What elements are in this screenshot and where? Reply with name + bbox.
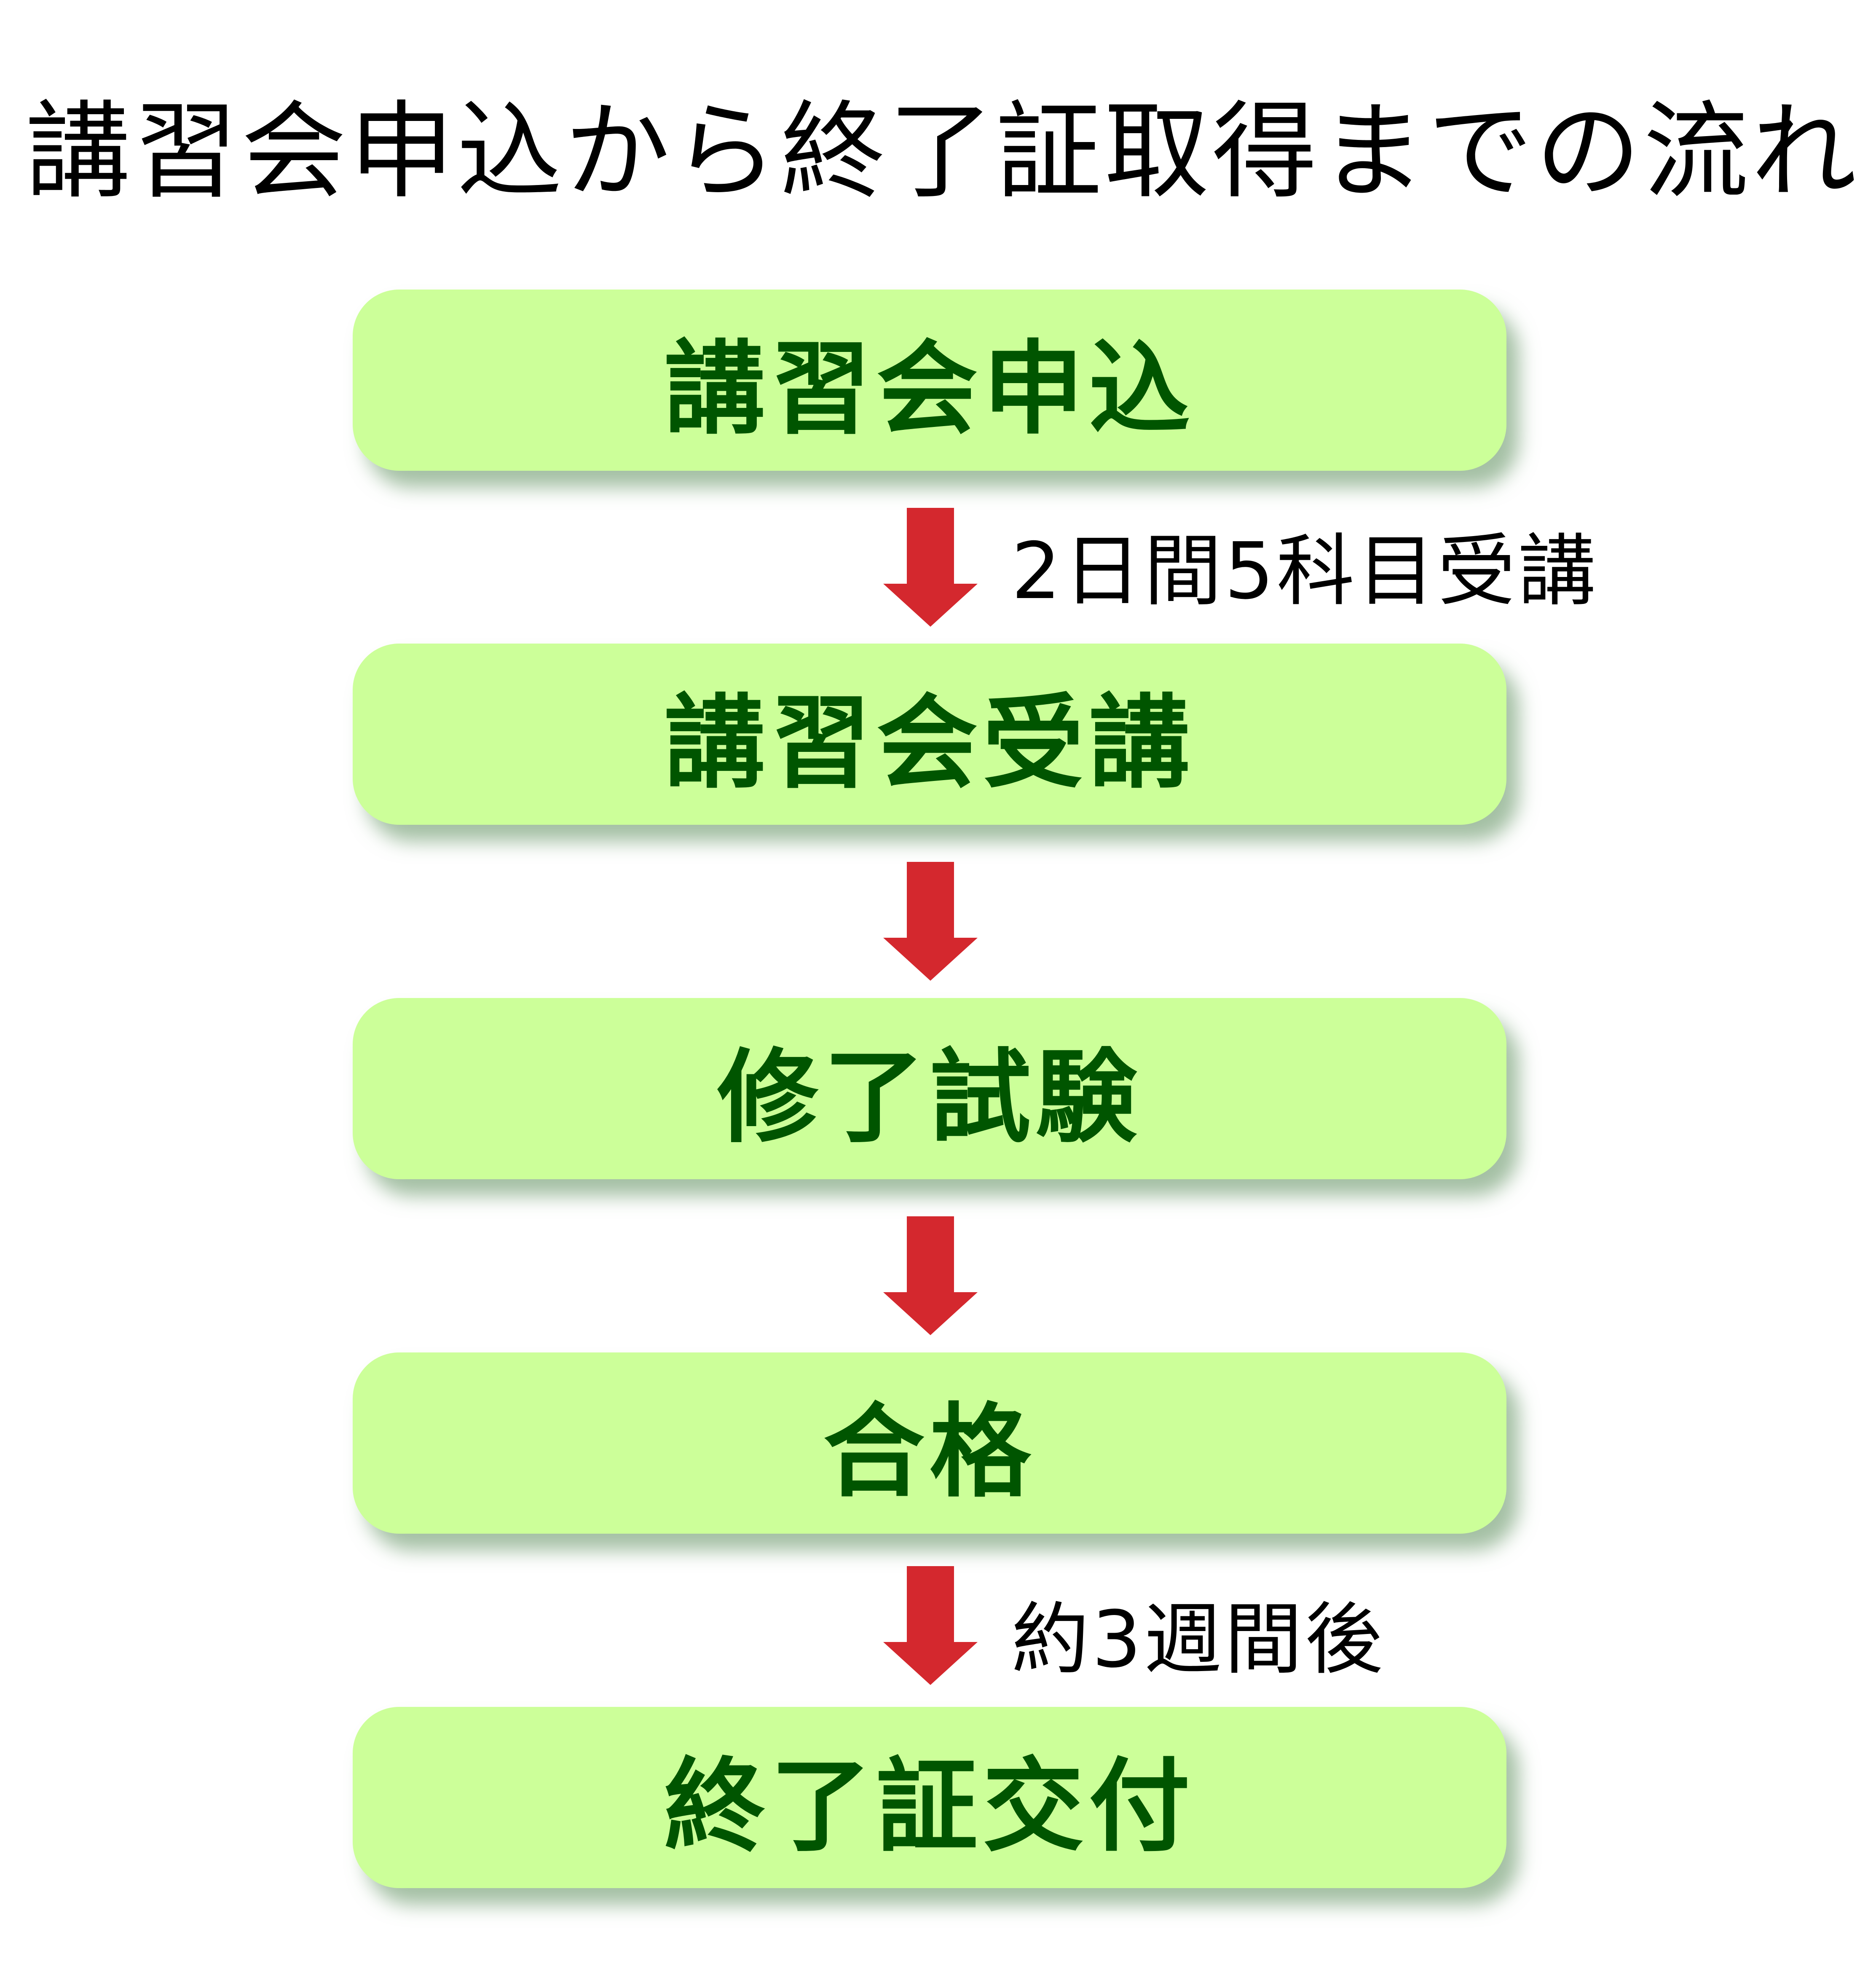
down-arrow-icon <box>883 508 978 627</box>
step-box-pass: 合格 <box>353 1352 1506 1534</box>
step-box-attendance: 講習会受講 <box>353 644 1506 825</box>
step-box-application: 講習会申込 <box>353 290 1506 471</box>
step-label: 講習会申込 <box>664 330 1195 448</box>
down-arrow-icon <box>883 862 978 981</box>
diagram-title: 講習会申込から終了証取得までの流れ <box>25 90 1859 213</box>
step-label: 合格 <box>823 1392 1036 1511</box>
down-arrow-icon <box>883 1566 978 1685</box>
step-label: 終了証交付 <box>664 1747 1195 1865</box>
transition-note: 約3週間後 <box>1011 1594 1386 1685</box>
step-label: 講習会受講 <box>664 684 1195 802</box>
step-box-certificate: 終了証交付 <box>353 1707 1506 1888</box>
step-label: 修了試験 <box>717 1038 1142 1156</box>
down-arrow-icon <box>883 1216 978 1335</box>
transition-note: 2日間5科目受講 <box>1011 526 1599 617</box>
step-box-exam: 修了試験 <box>353 998 1506 1179</box>
